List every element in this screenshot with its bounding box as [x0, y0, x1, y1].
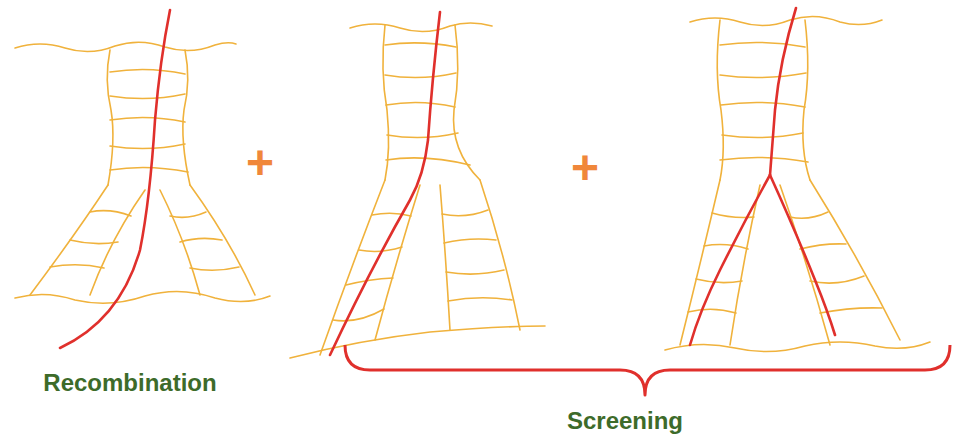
- plus-sign: +: [246, 139, 274, 187]
- step-label: Screening: [567, 407, 683, 435]
- step-label: Recombination: [43, 369, 216, 397]
- highlight-path: [60, 8, 835, 355]
- curly-bracket: [345, 345, 950, 395]
- ladder-strands: [15, 16, 930, 358]
- plus-sign: +: [571, 144, 599, 192]
